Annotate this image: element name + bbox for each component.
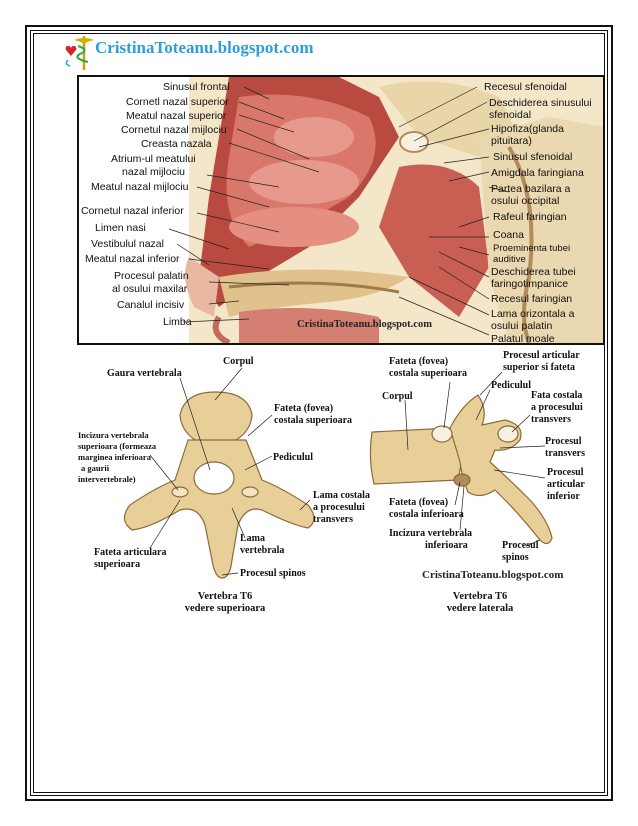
label-gaura-vertebrala: Gaura vertebrala bbox=[107, 368, 182, 379]
vertebra-lateral-view bbox=[369, 394, 553, 545]
label-recesul-faringian: Recesul faringian bbox=[491, 293, 573, 305]
caption-superior-2: vedere superioara bbox=[184, 603, 266, 614]
label-proc-transvers-2: transvers bbox=[545, 448, 585, 459]
label-incizura-5: intervertebrale) bbox=[78, 474, 136, 484]
label-cornetl-nazal-superior: Cornetl nazal superior bbox=[126, 96, 229, 108]
label-fata-costala-1: Fata costala bbox=[531, 390, 583, 401]
label-proc-art-inf-1: Procesul bbox=[547, 467, 584, 478]
label-osului-palatin: osului palatin bbox=[491, 320, 553, 332]
nasal-cavity-figure: Sinusul frontal Cornetl nazal superior M… bbox=[77, 75, 605, 345]
vertebra-lateral-leaders bbox=[404, 371, 546, 547]
label-faringotimpanice: faringotimpanice bbox=[491, 278, 569, 290]
page-border-inner bbox=[30, 30, 608, 796]
label-proc-transvers-1: Procesul bbox=[545, 436, 582, 447]
label-pediculul-lateral: Pediculul bbox=[491, 380, 532, 391]
label-fateta-lat-sup-1: Fateta (fovea) bbox=[389, 356, 449, 367]
label-incizura-inf-2: inferioara bbox=[425, 540, 468, 551]
label-vestibulul-nazal: Vestibulul nazal bbox=[91, 238, 164, 250]
label-procesul-spinos-lat-1: Procesul bbox=[502, 540, 539, 551]
label-sfenoidal: sfenoidal bbox=[489, 109, 532, 121]
vertebra-watermark: CristinaToteanu.blogspot.com bbox=[422, 569, 564, 581]
label-limen-nasi: Limen nasi bbox=[95, 222, 146, 234]
label-hipofiza: Hipofiza(glanda bbox=[491, 123, 564, 135]
label-lama-costala-2: a procesului bbox=[313, 502, 365, 513]
label-sinusul-frontal: Sinusul frontal bbox=[163, 81, 230, 93]
label-fateta-costala-superioara-2: costala superioara bbox=[274, 415, 353, 426]
label-fateta-articulara-1: Fateta articulara bbox=[94, 547, 167, 558]
label-incizura-2: superioara (formeaza bbox=[78, 441, 157, 451]
label-palatul-moale: Palatul moale bbox=[491, 333, 555, 345]
label-al-osului-maxilar: al osului maxilar bbox=[112, 283, 188, 295]
label-proc-art-inf-2: articular bbox=[547, 479, 585, 490]
caption-superior-1: Vertebra T6 bbox=[197, 591, 253, 602]
label-lama-costala-3: transvers bbox=[313, 514, 353, 525]
page-border-outer bbox=[25, 25, 613, 801]
label-fateta-articulara-2: superioara bbox=[94, 559, 141, 570]
label-fateta-lat-inf-1: Fateta (fovea) bbox=[389, 497, 449, 508]
label-incizura-inf-1: Incizura vertebrala bbox=[389, 528, 473, 539]
label-limba: Limba bbox=[163, 316, 192, 328]
label-procesul-palatin: Procesul palatin bbox=[114, 270, 189, 282]
label-lama-orizontala: Lama orizontala a bbox=[491, 308, 575, 320]
label-rafeul-faringian: Rafeul faringian bbox=[493, 211, 567, 223]
label-meatul-nazal-mijlociu: Meatul nazal mijlociu bbox=[91, 181, 189, 193]
label-lama-costala-1: Lama costala bbox=[313, 490, 370, 501]
label-atrium-meatului: Atrium-ul meatului bbox=[111, 153, 196, 165]
label-pituitara: pituitara) bbox=[491, 135, 532, 147]
label-cornetul-nazal-mijlociu: Cornetul nazal mijlociu bbox=[121, 124, 227, 136]
label-proc-art-sup-1: Procesul articular bbox=[503, 350, 580, 361]
caption-lateral-2: vedere laterala bbox=[446, 603, 514, 614]
vertebra-superior-leaders bbox=[149, 367, 311, 576]
label-canalul-incisiv: Canalul incisiv bbox=[117, 299, 185, 311]
label-atrium-nazal-mijlociu: nazal mijlociu bbox=[122, 166, 186, 178]
label-recesul-sfenoidal: Recesul sfenoidal bbox=[484, 81, 567, 93]
label-pediculul-superior: Pediculul bbox=[273, 452, 314, 463]
label-coana: Coana bbox=[493, 229, 524, 241]
label-lama-2: vertebrala bbox=[240, 545, 285, 556]
label-creasta-nazala: Creasta nazala bbox=[141, 138, 212, 150]
label-proc-art-sup-2: superior si fateta bbox=[503, 362, 576, 373]
label-fateta-lat-inf-2: costala inferioara bbox=[389, 509, 464, 520]
caduceus-logo-icon bbox=[65, 36, 94, 70]
label-proeminenta-tubei: Proeminenta tubei bbox=[493, 243, 571, 254]
figure-watermark: CristinaToteanu.blogspot.com bbox=[297, 319, 432, 330]
label-incizura-4: a gaurii bbox=[81, 463, 110, 473]
label-fata-costala-2: a procesului bbox=[531, 402, 583, 413]
label-sinusul-sfenoidal: Sinusul sfenoidal bbox=[493, 151, 573, 163]
label-procesul-spinos-lat-2: spinos bbox=[502, 552, 529, 563]
label-partea-bazilara: Partea bazilara a bbox=[491, 183, 571, 195]
label-fateta-lat-sup-2: costala superioara bbox=[389, 368, 468, 379]
label-lama-1: Lama bbox=[240, 533, 265, 544]
site-title: CristinaToteanu.blogspot.com bbox=[95, 38, 314, 57]
nasal-cavity-illustration bbox=[168, 77, 603, 343]
page-border-inner-2 bbox=[33, 33, 605, 793]
label-fata-costala-3: transvers bbox=[531, 414, 571, 425]
label-cornetul-nazal-inferior: Cornetul nazal inferior bbox=[81, 205, 184, 217]
label-incizura-3: marginea inferioara bbox=[78, 452, 151, 462]
label-meatul-nazal-inferior: Meatul nazal inferior bbox=[85, 253, 180, 265]
label-meatul-nazal-superior: Meatul nazal superior bbox=[126, 110, 227, 122]
label-corpul-lateral: Corpul bbox=[382, 391, 413, 402]
label-fateta-costala-superioara-1: Fateta (fovea) bbox=[274, 403, 334, 414]
label-incizura-1: Incizura vertebrala bbox=[78, 430, 149, 440]
label-proc-art-inf-3: inferior bbox=[547, 491, 580, 502]
caption-lateral-1: Vertebra T6 bbox=[452, 591, 508, 602]
label-procesul-spinos-superior: Procesul spinos bbox=[240, 568, 306, 579]
label-osului-occipital: osului occipital bbox=[491, 195, 560, 207]
label-auditive: auditive bbox=[493, 254, 526, 265]
label-deschiderea-tubei: Deschiderea tubei bbox=[491, 266, 576, 278]
label-corpul-superior: Corpul bbox=[223, 356, 254, 367]
label-deschiderea-sinusului: Deschiderea sinusului bbox=[489, 97, 592, 109]
label-amigdala-faringiana: Amigdala faringiana bbox=[491, 167, 584, 179]
